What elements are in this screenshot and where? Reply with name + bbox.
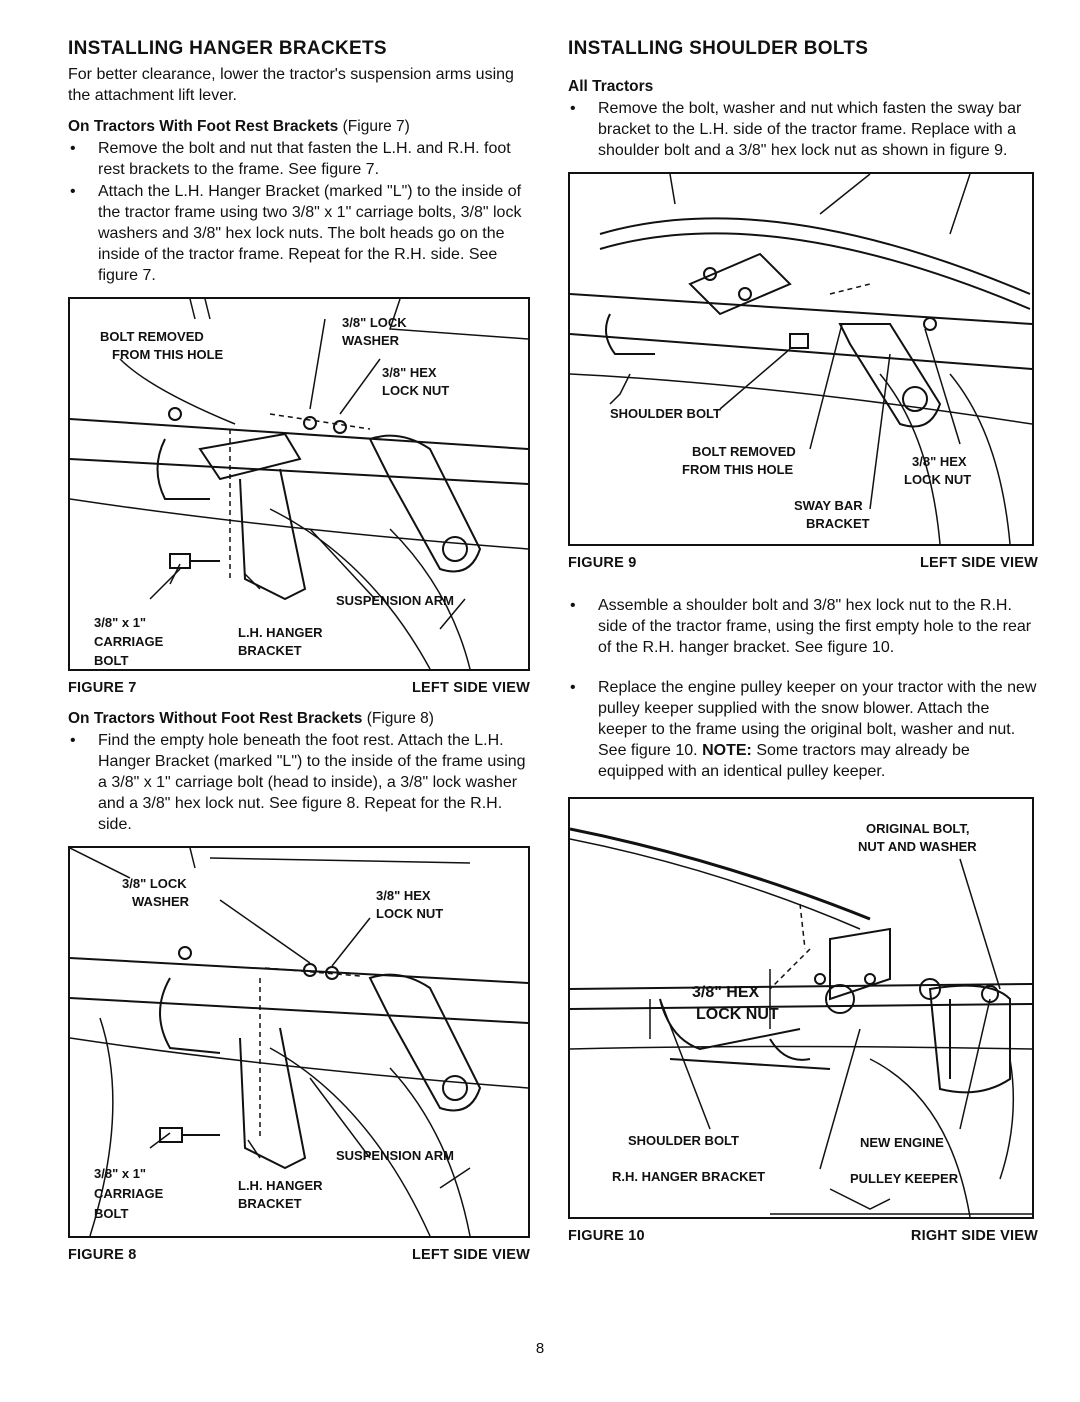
figure-9-drawing: SHOULDER BOLT BOLT REMOVED FROM THIS HOL… [570,174,1032,544]
subheading-without-foot-rest: On Tractors Without Foot Rest Brackets (… [68,710,530,728]
bullet-item: Find the empty hole beneath the foot res… [68,730,530,835]
fig9-label-hex: 3/8" HEX [912,454,967,469]
fig7-label-washer: WASHER [342,333,400,348]
subheading-all-tractors: All Tractors [568,78,654,95]
figure-9-illustration: SHOULDER BOLT BOLT REMOVED FROM THIS HOL… [568,172,1034,546]
fig7-label-from-this-hole: FROM THIS HOLE [112,347,224,362]
figure-10-caption: FIGURE 10 RIGHT SIDE VIEW [568,1228,1038,1244]
fig10-label-lock-nut: LOCK NUT [696,1006,779,1023]
fig8-label-size: 3/8" x 1" [94,1166,146,1181]
heading-installing-hanger-brackets: INSTALLING HANGER BRACKETS [68,38,387,59]
fig7-label-suspension-arm: SUSPENSION ARM [336,593,454,608]
figure-8-illustration: 3/8" LOCK WASHER 3/8" HEX LOCK NUT SUSPE… [68,846,530,1238]
bullet-item: Remove the bolt and nut that fasten the … [68,138,530,180]
fig10-label-new-engine: NEW ENGINE [860,1135,944,1150]
figure-7-caption: FIGURE 7 LEFT SIDE VIEW [68,680,530,696]
fig9-label-sway-bar: SWAY BAR [794,498,863,513]
fig7-label-lock-nut: LOCK NUT [382,383,449,398]
fig8-label-lock: 3/8" LOCK [122,876,187,891]
figure-8-drawing: 3/8" LOCK WASHER 3/8" HEX LOCK NUT SUSPE… [70,848,528,1236]
fig10-label-hex: 3/8" HEX [692,984,760,1001]
fig8-label-washer: WASHER [132,894,190,909]
fig9-label-from-this-hole: FROM THIS HOLE [682,462,794,477]
fig10-label-rh-hanger: R.H. HANGER BRACKET [612,1169,765,1184]
figure-10-illustration: ORIGINAL BOLT, NUT AND WASHER 3/8" HEX L… [568,797,1034,1219]
fig10-label-pulley-keeper: PULLEY KEEPER [850,1171,959,1186]
subheading-without-foot-rest-title: On Tractors Without Foot Rest Brackets [68,710,363,727]
figure-10-drawing: ORIGINAL BOLT, NUT AND WASHER 3/8" HEX L… [570,821,1032,1217]
figure-8-view: LEFT SIDE VIEW [412,1247,530,1263]
bullet-list-without-foot-rest: Find the empty hole beneath the foot res… [68,730,530,835]
figure-8-caption: FIGURE 8 LEFT SIDE VIEW [68,1247,530,1263]
figure-10-number: FIGURE 10 [568,1228,645,1244]
intro-paragraph: For better clearance, lower the tractor'… [68,66,514,104]
fig7-label-hex: 3/8" HEX [382,365,437,380]
right-column: INSTALLING SHOULDER BOLTS All Tractors R… [568,38,1038,1244]
fig9-label-lock-nut: LOCK NUT [904,472,971,487]
figure-9-view: LEFT SIDE VIEW [920,555,1038,571]
fig8-label-lh-hanger: L.H. HANGER [238,1178,323,1193]
figure-9-caption: FIGURE 9 LEFT SIDE VIEW [568,555,1038,571]
figure-10-view: RIGHT SIDE VIEW [910,1228,1038,1244]
fig9-label-bolt-removed: BOLT REMOVED [692,444,796,459]
fig9-label-shoulder-bolt: SHOULDER BOLT [610,406,721,421]
pulley-keeper-text: Replace the engine pulley keeper on your… [598,679,1037,759]
fig10-label-nut-and-washer: NUT AND WASHER [858,839,977,854]
fig8-label-suspension-arm: SUSPENSION ARM [336,1148,454,1163]
fig8-label-carriage: CARRIAGE [94,1186,164,1201]
figure-7-view: LEFT SIDE VIEW [412,680,530,696]
fig7-label-lh-hanger: L.H. HANGER [238,625,323,640]
bullet-list-all-tractors: Remove the bolt, washer and nut which fa… [568,98,1038,161]
bullet-list-rh-side: Assemble a shoulder bolt and 3/8" hex lo… [568,595,1038,658]
fig7-label-size: 3/8" x 1" [94,615,146,630]
bullet-item: Assemble a shoulder bolt and 3/8" hex lo… [568,595,1038,658]
note-text: Some tractors may already be equipped wi… [598,742,970,780]
page-number: 8 [535,1340,545,1357]
subheading-with-foot-rest-title: On Tractors With Foot Rest Brackets [68,118,339,135]
figure-8-number: FIGURE 8 [68,1247,137,1263]
fig8-label-hex: 3/8" HEX [376,888,431,903]
figure-7-illustration: BOLT REMOVED FROM THIS HOLE 3/8" LOCK WA… [68,297,530,671]
fig9-label-bracket: BRACKET [806,516,870,531]
figure-7-number: FIGURE 7 [68,680,137,696]
fig10-label-shoulder-bolt: SHOULDER BOLT [628,1133,739,1148]
fig8-label-lock-nut: LOCK NUT [376,906,443,921]
subheading-without-foot-rest-ref: (Figure 8) [366,710,434,727]
fig8-label-bracket: BRACKET [238,1196,302,1211]
bullet-list-pulley-keeper: Replace the engine pulley keeper on your… [568,677,1038,782]
heading-installing-shoulder-bolts: INSTALLING SHOULDER BOLTS [568,38,869,59]
fig10-label-original-bolt: ORIGINAL BOLT, [866,821,970,836]
fig7-label-bolt-removed: BOLT REMOVED [100,329,204,344]
fig7-label-bolt: BOLT [94,653,128,668]
subheading-with-foot-rest: On Tractors With Foot Rest Brackets (Fig… [68,118,530,136]
figure-7-drawing: BOLT REMOVED FROM THIS HOLE 3/8" LOCK WA… [70,299,528,669]
fig7-label-bracket: BRACKET [238,643,302,658]
note-label: NOTE: [702,742,752,759]
bullet-item: Remove the bolt, washer and nut which fa… [568,98,1038,161]
subheading-with-foot-rest-ref: (Figure 7) [342,118,410,135]
bullet-item: Attach the L.H. Hanger Bracket (marked "… [68,181,530,286]
bullet-item-pulley-keeper: Replace the engine pulley keeper on your… [568,677,1038,782]
fig7-label-lock: 3/8" LOCK [342,315,407,330]
fig7-label-carriage: CARRIAGE [94,634,164,649]
fig8-label-bolt: BOLT [94,1206,128,1221]
left-column: INSTALLING HANGER BRACKETS For better cl… [68,38,530,1263]
figure-9-number: FIGURE 9 [568,555,637,571]
bullet-list-foot-rest: Remove the bolt and nut that fasten the … [68,138,530,286]
